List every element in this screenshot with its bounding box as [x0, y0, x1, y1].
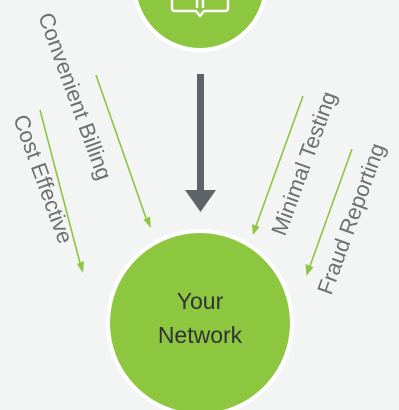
arrow-cost-effective — [39, 109, 84, 273]
hub-node: Your Network — [106, 229, 294, 410]
arrow-minimal-testing — [252, 95, 304, 235]
top-node — [133, 0, 267, 52]
document-card-icon — [170, 0, 230, 18]
down-arrow-icon — [185, 74, 216, 212]
hub-circle — [106, 229, 294, 410]
top-node-circle — [133, 0, 267, 52]
label-fraud-reporting: Fraud Reporting — [312, 140, 390, 298]
hub-title-line2: Network — [158, 322, 243, 348]
hub-title-line1: Your — [177, 288, 224, 314]
label-cost-effective: Cost Effective — [8, 111, 78, 247]
label-minimal-testing: Minimal Testing — [266, 88, 341, 239]
arrow-convenient-billing — [95, 74, 151, 228]
arrow-fraud-reporting — [305, 148, 353, 276]
